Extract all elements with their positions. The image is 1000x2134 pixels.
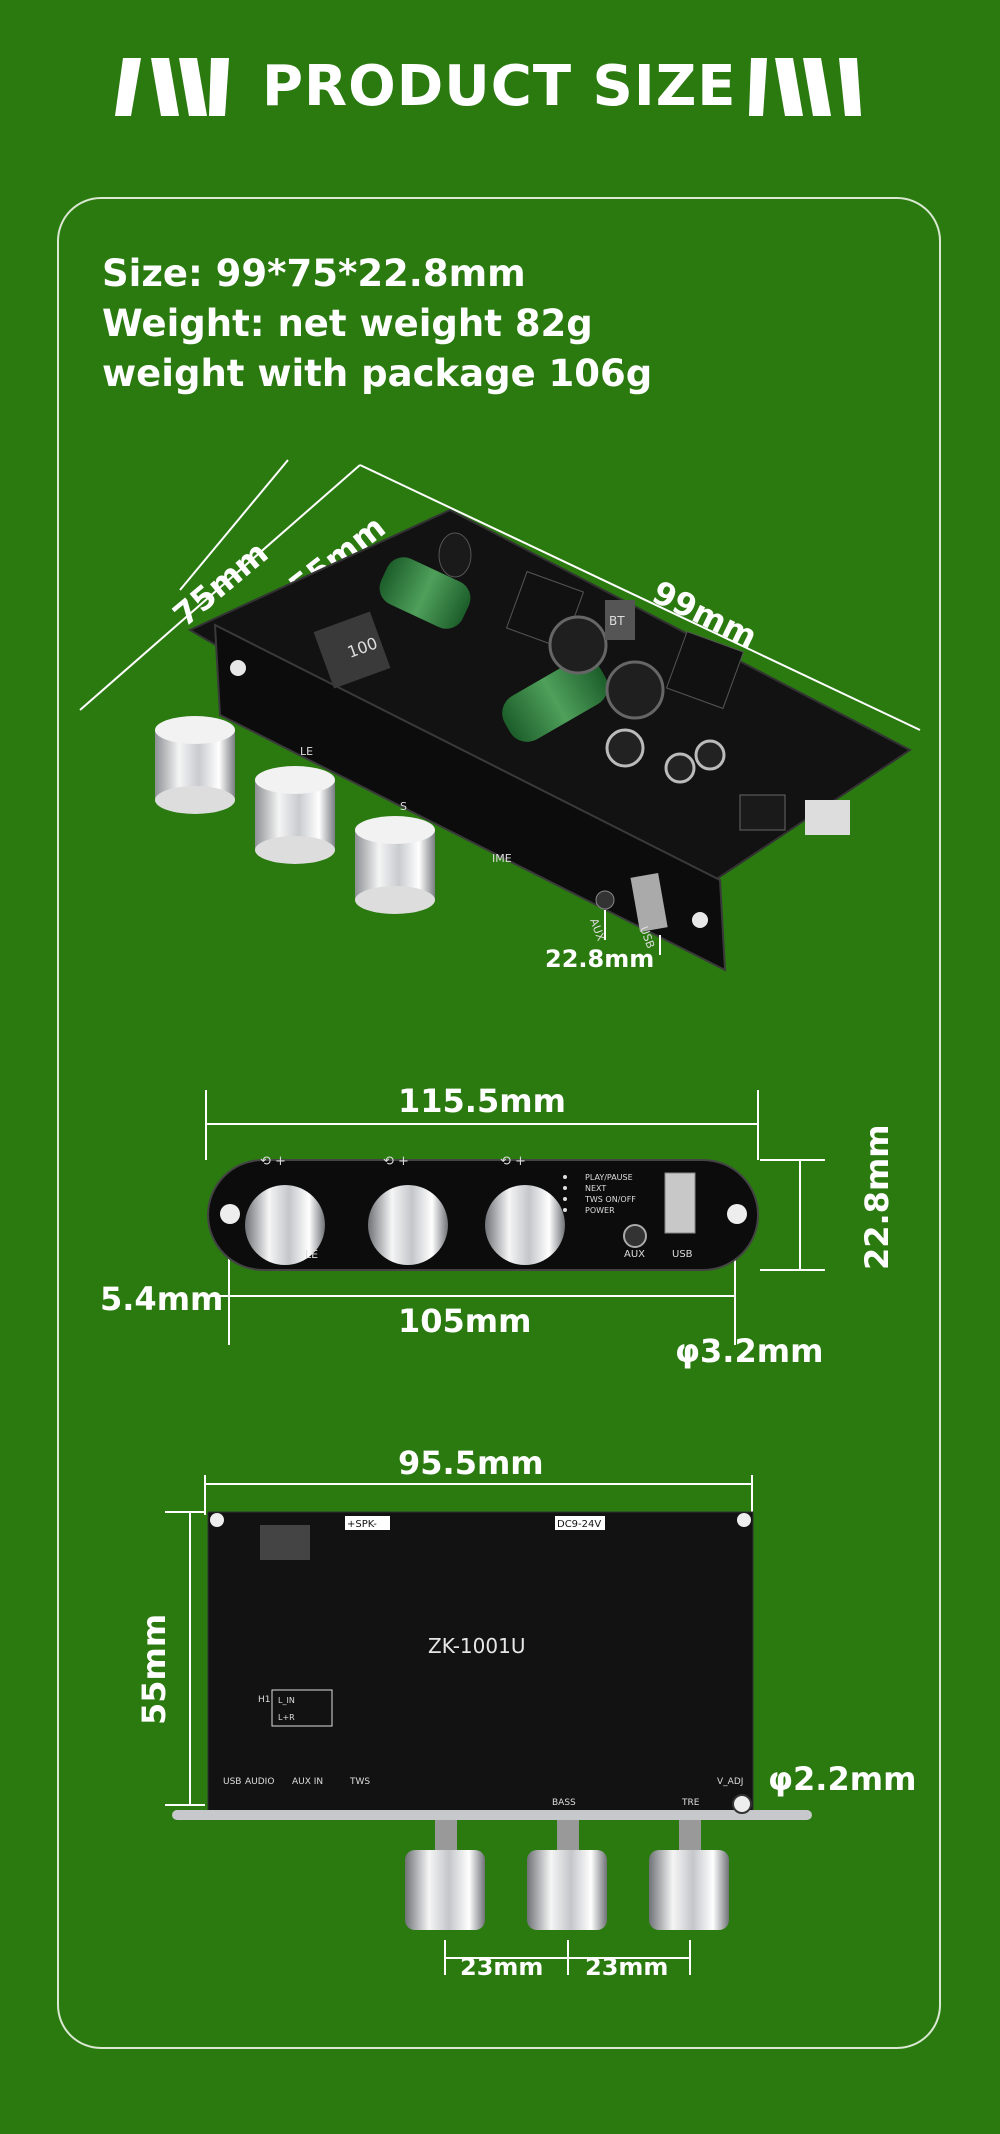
bottom-hole-tr <box>737 1513 751 1527</box>
bottom-knob-3 <box>649 1820 729 1930</box>
silk-dc-box <box>555 1516 605 1530</box>
svg-text:⟲ +: ⟲ + <box>383 1154 409 1169</box>
silk-switch-box <box>271 1689 333 1727</box>
mount-hole-right <box>692 912 708 928</box>
led-label-play: PLAY/PAUSE <box>585 1173 633 1182</box>
led-label-next: NEXT <box>585 1184 606 1193</box>
silk-dc: DC9-24V <box>557 1519 601 1530</box>
silk-bass: BASS <box>552 1798 576 1808</box>
svg-text:⟲ +: ⟲ + <box>260 1154 286 1169</box>
mount-hole-left <box>230 660 246 676</box>
iso-knob-label-2: S <box>400 800 407 813</box>
capacitor-small-3 <box>694 739 726 771</box>
front-usb-label: USB <box>672 1249 693 1260</box>
front-hole-right <box>727 1204 747 1224</box>
capacitor-main <box>502 658 608 742</box>
dim-bottom-hole-label: φ2.2mm <box>768 1760 916 1798</box>
dim-thickness-label: 22.8mm <box>545 945 654 973</box>
inductor-round-1 <box>548 615 608 675</box>
front-aux-port <box>623 1224 647 1248</box>
bottom-knob-2 <box>527 1820 607 1930</box>
front-hole-left <box>220 1204 240 1224</box>
dim-total-width-label: 115.5mm <box>398 1082 566 1120</box>
front-plate <box>207 1159 759 1271</box>
silk-lin: L_IN <box>278 1696 295 1705</box>
iso-knob-3 <box>355 816 435 914</box>
silk-tre: TRE <box>681 1798 700 1808</box>
silk-aux-in: AUX IN <box>292 1777 323 1787</box>
dim-bottom-width-label: 95.5mm <box>398 1444 544 1482</box>
bottom-flange <box>172 1810 812 1820</box>
dim-front-height-label: 22.8mm <box>858 1124 896 1270</box>
silk-tws: TWS <box>349 1777 370 1787</box>
model-label: ZK-1001U <box>428 1634 525 1658</box>
silk-audio: AUDIO <box>245 1777 274 1787</box>
spec-size: Size: 99*75*22.8mm <box>102 252 526 295</box>
silk-spk-box <box>345 1516 390 1530</box>
capacitor-top <box>379 557 471 629</box>
bottom-dimension-lines <box>165 1475 753 1975</box>
bt-module <box>605 600 635 640</box>
content-card <box>57 197 941 2049</box>
ic-chip <box>739 794 786 831</box>
front-faceplate <box>213 623 727 972</box>
dim-hole-dia-label: φ3.2mm <box>675 1332 823 1370</box>
front-knob-2: ⟲ + <box>368 1154 448 1265</box>
iso-knob-1 <box>155 716 235 814</box>
iso-aux-port <box>595 890 615 910</box>
terminal-block-speaker <box>665 630 745 710</box>
silk-spk: +SPK- <box>347 1519 377 1530</box>
bt-antenna <box>805 800 850 835</box>
isometric-product-view: 75mm 55mm 99mm 100 BT LE S IME USB AUX <box>79 459 921 973</box>
dim-hole-spacing-label: 105mm <box>398 1302 531 1340</box>
led-label-tws: TWS ON/OFF <box>584 1195 636 1204</box>
stripes-decoration-left <box>115 58 229 116</box>
page-header: PRODUCT SIZE <box>0 40 1000 130</box>
spec-weight: Weight: net weight 82g <box>102 302 593 345</box>
led-label-power: POWER <box>585 1206 615 1215</box>
front-view: 115.5mm 22.8mm 5.4mm 105mm φ3.2mm ⟲ + ⟲ … <box>100 1082 896 1370</box>
silk-h1: H1 <box>258 1695 271 1705</box>
silk-lr: L+R <box>278 1713 295 1722</box>
front-knob-1: ⟲ + <box>245 1154 325 1265</box>
dim-bottom-height-label: 55mm <box>135 1614 173 1725</box>
pad-grid <box>260 1525 310 1560</box>
bottom-hole-tl <box>210 1513 224 1527</box>
capacitor-small-2 <box>664 752 696 784</box>
dim-knob-spacing-2: 23mm <box>585 1953 668 1981</box>
page-title: PRODUCT SIZE <box>262 54 737 119</box>
dimension-lines <box>79 459 921 731</box>
front-knob-3: ⟲ + <box>485 1154 565 1265</box>
inductor-component <box>313 611 391 689</box>
stripes-decoration-right <box>749 58 861 116</box>
front-aux-label: AUX <box>624 1249 645 1260</box>
silk-usb: USB <box>223 1777 241 1787</box>
dim-knob-spacing-1: 23mm <box>460 1953 543 1981</box>
inductor-round-2 <box>605 660 665 720</box>
bt-label: BT <box>609 614 625 628</box>
front-knob-label: LE <box>305 1248 318 1261</box>
iso-knob-label-1: LE <box>300 745 313 758</box>
capacitor-small-1 <box>605 728 645 768</box>
svg-text:⟲ +: ⟲ + <box>500 1154 526 1169</box>
iso-usb-port <box>630 872 668 933</box>
bottom-pcb <box>207 1511 754 1813</box>
iso-knob-label-3: IME <box>492 852 512 865</box>
capacitor-black <box>438 532 472 578</box>
bottom-hole-br <box>732 1794 752 1814</box>
spec-package-weight: weight with package 106g <box>102 352 653 395</box>
iso-knob-2 <box>255 766 335 864</box>
bottom-view: 95.5mm 55mm φ2.2mm 23mm 23mm +SPK- DC9-2… <box>135 1444 916 1981</box>
silk-vadj: V_ADJ <box>717 1777 743 1787</box>
front-usb-port <box>664 1172 696 1234</box>
dim-edge-label: 5.4mm <box>100 1280 223 1318</box>
bottom-knob-1 <box>405 1820 485 1930</box>
led-indicators <box>563 1175 567 1212</box>
